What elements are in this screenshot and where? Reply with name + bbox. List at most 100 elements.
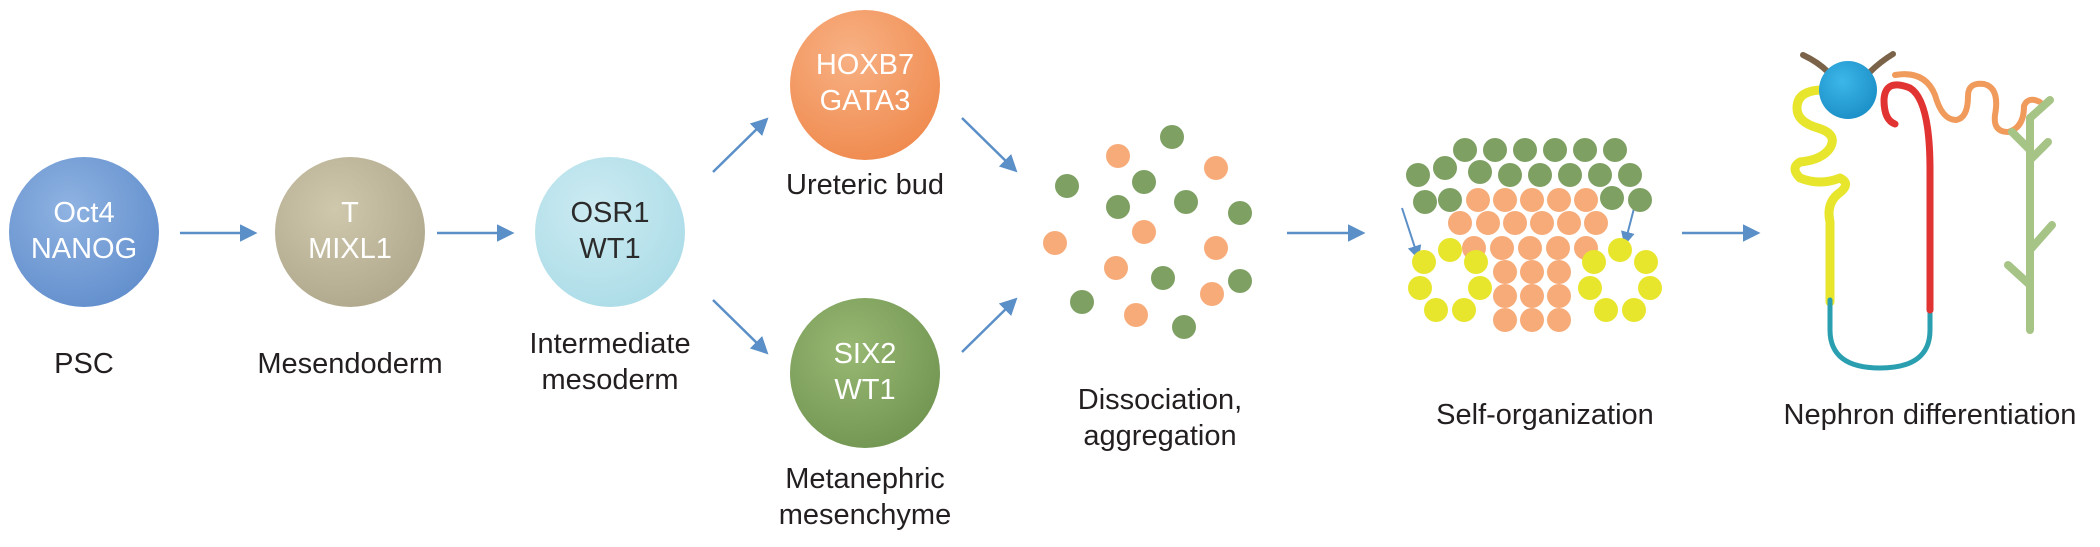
yellow-cell	[1424, 298, 1448, 322]
yellow-cell	[1468, 276, 1492, 300]
green-cell	[1573, 138, 1597, 162]
cell-icon	[1055, 174, 1079, 198]
cell-icon	[1124, 303, 1148, 327]
glomerulus-cap	[1867, 51, 1896, 75]
cell-icon	[1160, 125, 1184, 149]
orange-cell	[1546, 236, 1570, 260]
distal-convoluted	[1892, 71, 2043, 135]
cell-icon	[1043, 231, 1067, 255]
orange-cell	[1520, 260, 1544, 284]
yellow-cell	[1608, 238, 1632, 262]
collecting-duct-icon	[2004, 96, 2056, 334]
proximal-tubule	[1790, 85, 1850, 307]
arrow-icon	[961, 297, 1018, 353]
yellow-cell	[1578, 276, 1602, 300]
label-intermediate-mesoderm: Intermediate mesoderm	[505, 326, 715, 398]
distal-tubule	[1880, 81, 1934, 314]
psc-marker-2: NANOG	[31, 233, 137, 265]
green-cell	[1558, 163, 1582, 187]
cell-icon	[1200, 282, 1224, 306]
cell-icon	[1151, 266, 1175, 290]
yellow-cell	[1438, 238, 1462, 262]
arrow-icon	[961, 117, 1018, 173]
green-cell	[1483, 138, 1507, 162]
yellow-cell	[1634, 250, 1658, 274]
orange-cell	[1466, 188, 1490, 212]
loop-of-henle	[1827, 297, 1933, 371]
metanephric-circle	[790, 298, 940, 448]
cell-icon	[1106, 144, 1130, 168]
arrow-icon	[712, 117, 769, 173]
nephron-icon	[1790, 51, 2056, 371]
orange-cell	[1493, 188, 1517, 212]
label-line: Metanephric	[785, 463, 945, 495]
label-nephron-differentiation: Nephron differentiation	[1783, 399, 2077, 431]
green-cell	[1453, 138, 1477, 162]
orange-cell	[1476, 211, 1500, 235]
label-line: Dissociation,	[1077, 384, 1243, 416]
cell-icon	[1228, 201, 1252, 225]
intermediate-marker-1: OSR1	[571, 197, 650, 229]
cell-icon	[1204, 156, 1228, 180]
green-cell	[1406, 163, 1430, 187]
orange-cell	[1503, 211, 1527, 235]
orange-cell	[1584, 211, 1608, 235]
label-line: mesoderm	[541, 364, 679, 396]
green-cell	[1498, 163, 1522, 187]
label-line: Intermediate	[529, 328, 691, 360]
dissociated-cells	[1043, 125, 1252, 339]
label-ureteric-bud: Ureteric bud	[786, 169, 944, 201]
orange-cell	[1493, 308, 1517, 332]
yellow-cell	[1638, 276, 1662, 300]
arrow-icon	[1401, 207, 1422, 260]
orange-cell	[1574, 188, 1598, 212]
yellow-cell	[1412, 250, 1436, 274]
orange-cell	[1518, 236, 1542, 260]
label-self-organization: Self-organization	[1436, 399, 1654, 431]
yellow-cell	[1594, 298, 1618, 322]
orange-cell	[1520, 308, 1544, 332]
yellow-cell	[1408, 276, 1432, 300]
cell-icon	[1204, 236, 1228, 260]
orange-cell	[1547, 260, 1571, 284]
orange-cell	[1493, 284, 1517, 308]
intermediate-circle	[535, 157, 685, 307]
orange-cell	[1557, 211, 1581, 235]
orange-cell	[1547, 284, 1571, 308]
cell-icon	[1228, 269, 1252, 293]
label-line: mesenchyme	[778, 499, 952, 531]
cell-icon	[1132, 220, 1156, 244]
green-cell	[1468, 160, 1492, 184]
orange-cell	[1493, 260, 1517, 284]
green-cell	[1600, 186, 1624, 210]
green-cell	[1528, 163, 1552, 187]
green-cell	[1588, 163, 1612, 187]
yellow-cell	[1464, 250, 1488, 274]
orange-cell	[1547, 308, 1571, 332]
orange-cell	[1547, 188, 1571, 212]
cell-icon	[1174, 190, 1198, 214]
psc-circle	[9, 157, 159, 307]
green-cell	[1543, 138, 1567, 162]
mesendoderm-marker-2: MIXL1	[308, 233, 392, 265]
label-dissociation-aggregation: Dissociation, aggregation	[1060, 382, 1260, 454]
cell-icon	[1172, 315, 1196, 339]
yellow-cell	[1452, 298, 1476, 322]
orange-cell	[1448, 211, 1472, 235]
yellow-cell	[1622, 298, 1646, 322]
psc-marker-1: Oct4	[53, 197, 114, 229]
cell-icon	[1106, 195, 1130, 219]
yellow-cell	[1582, 250, 1606, 274]
ureteric-marker-1: HOXB7	[816, 49, 914, 81]
metanephric-marker-2: WT1	[834, 374, 895, 406]
orange-cell	[1520, 284, 1544, 308]
green-cell	[1513, 138, 1537, 162]
self-organized-aggregate	[1406, 138, 1662, 332]
label-mesendoderm: Mesendoderm	[257, 348, 443, 380]
cell-icon	[1104, 256, 1128, 280]
cell-icon	[1132, 170, 1156, 194]
arrow-icon	[712, 299, 769, 355]
label-psc: PSC	[54, 348, 114, 380]
intermediate-marker-2: WT1	[579, 233, 640, 265]
